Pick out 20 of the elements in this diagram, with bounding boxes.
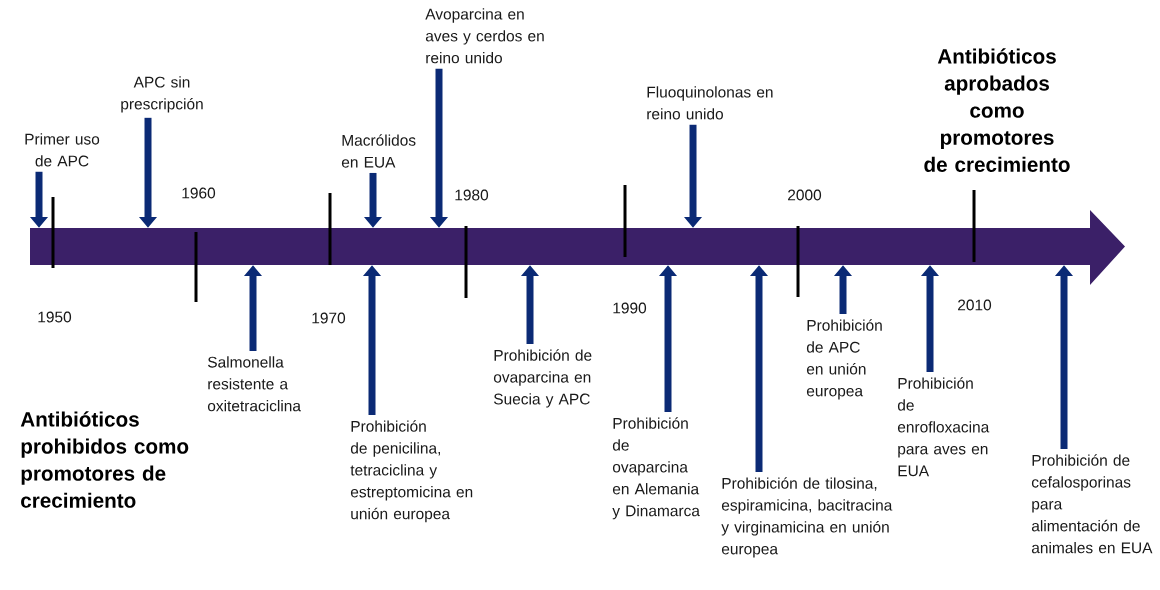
event-text: Macrólidos en EUA [341,134,416,168]
heading: Antibióticos aprobados como promotores de crecimiento [924,48,1070,172]
event-text: Prohibición de tilosina, espiramicina, bacitracina y virginamicina en unión europea [721,477,893,558]
timeline-arrow [30,210,1125,285]
year-label: 1970 [312,312,346,324]
year-label: 1950 [38,311,72,323]
year-label: 2010 [958,299,992,311]
heading: Antibióticos prohibidos como promotores de crecimiento [20,411,189,508]
event-text: Prohibición de cefalosporinas para alimentación de animales en EUA [1031,454,1153,554]
event-text: Fluoquinolonas en reino unido [647,86,773,120]
event-text: Prohibición de ovaparcina en Suecia y APC [493,349,592,408]
event-text: Prohibición de enrofloxacina para aves en EUA [897,377,990,477]
event-text: Salmonella resistente a oxitetraciclina [207,356,301,412]
event-text: Primer uso de APC [25,133,100,167]
event-text: APC sin prescripción [121,76,203,113]
event-text: Prohibición de APC en unión europea [806,319,882,400]
event-text: Prohibición de penicilina, tetraciclina y estreptomicina en unión europea [350,420,473,523]
year-label: 1990 [613,302,647,314]
event-text: Prohibición de ovaparcina en Alemania y Dinamarca [612,417,700,520]
event-text: Avoparcina en aves y cerdos en reino unido [425,8,544,64]
